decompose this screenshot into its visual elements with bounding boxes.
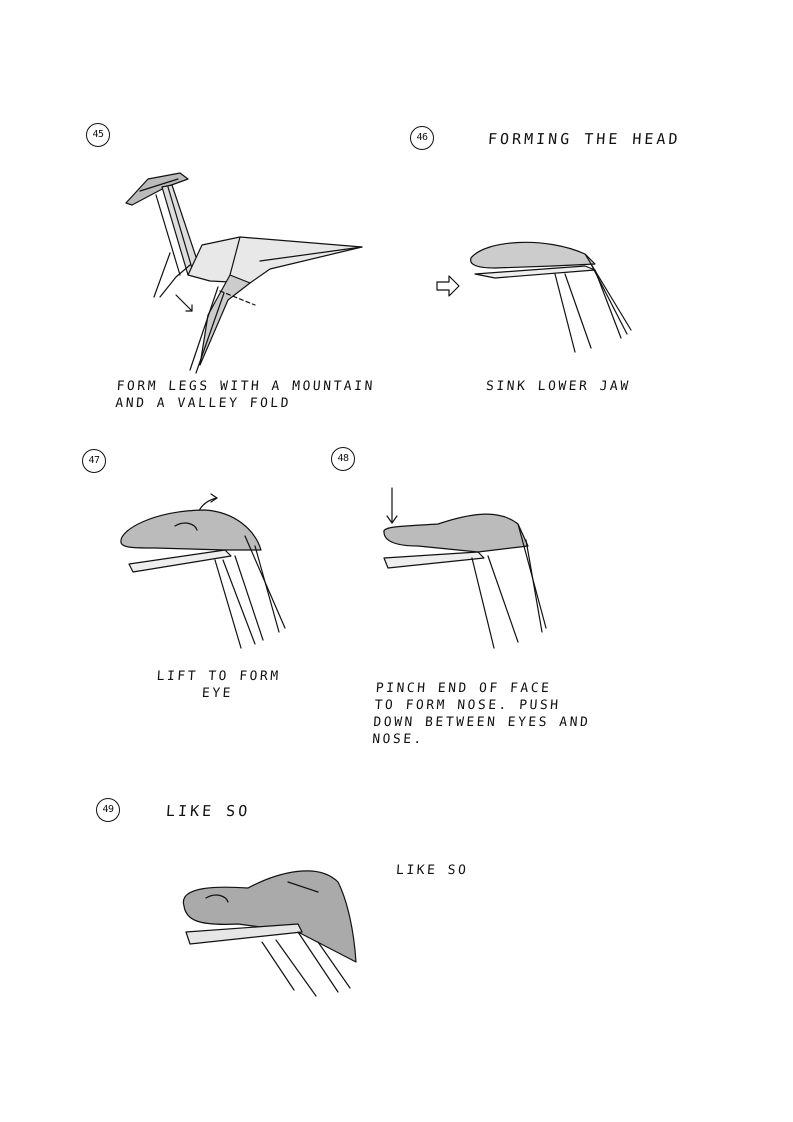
step-48-caption: PINCH END OF FACE TO FORM NOSE. PUSH DOW… xyxy=(371,681,591,747)
step-number-48: 48 xyxy=(331,447,355,471)
step-number-49: 49 xyxy=(96,798,120,822)
head-pinch-nose-diagram xyxy=(383,487,547,649)
finished-head-diagram xyxy=(182,870,357,997)
step-49-heading: LIKE SO xyxy=(165,802,251,820)
step-number-46: 46 xyxy=(410,126,434,150)
step-46-caption: SINK LOWER JAW xyxy=(485,379,632,394)
step-number-45: 45 xyxy=(86,123,110,147)
head-lift-eye-diagram xyxy=(120,493,286,649)
head-sink-jaw-diagram xyxy=(436,241,632,353)
step-45-caption: FORM LEGS WITH A MOUNTAIN AND A VALLEY F… xyxy=(114,379,376,411)
dinosaur-legs-diagram xyxy=(125,172,363,374)
hollow-arrow-icon xyxy=(436,275,460,297)
step-49-caption: LIKE SO xyxy=(395,863,469,878)
step-47-caption: LIFT TO FORM EYE xyxy=(156,669,282,701)
step-46-heading: FORMING THE HEAD xyxy=(487,130,682,148)
step-number-47: 47 xyxy=(82,449,106,473)
